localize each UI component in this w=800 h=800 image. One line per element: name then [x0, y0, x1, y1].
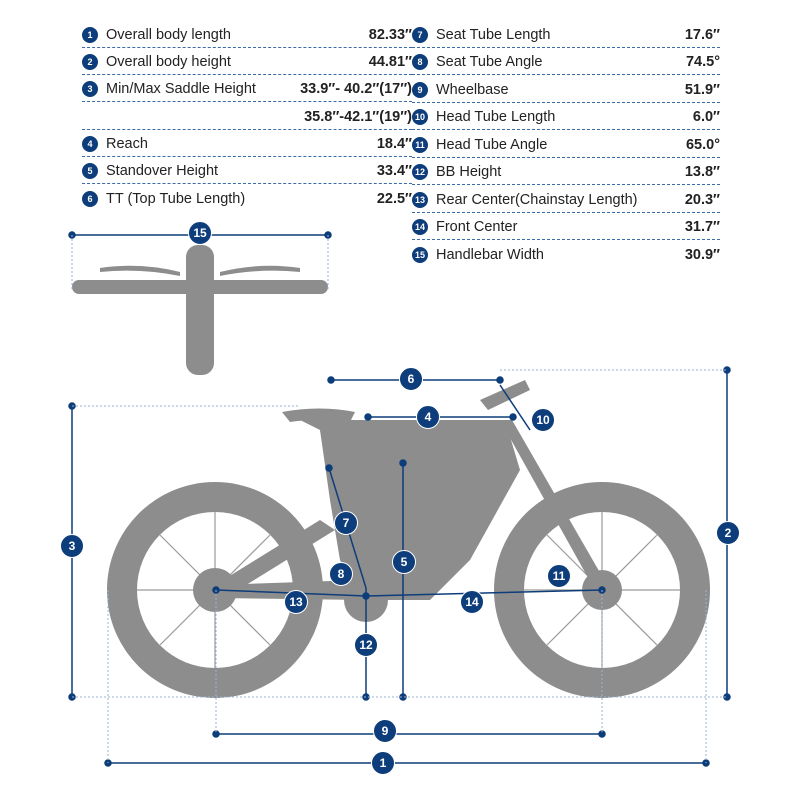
spec-number: 2: [82, 54, 98, 70]
bike-frame: [300, 420, 520, 600]
spec-label: Head Tube Angle: [436, 137, 548, 153]
spec-row: 13 Rear Center(Chainstay Length) 20.3″: [412, 188, 720, 213]
spec-value: 65.0°: [685, 137, 720, 153]
spec-label: Seat Tube Length: [436, 27, 551, 43]
spec-number: 13: [412, 192, 428, 208]
spec-value: 31.7″: [684, 219, 720, 235]
spec-value: 74.5°: [685, 54, 720, 70]
spec-label: Standover Height: [106, 163, 219, 179]
marker-11: 11: [547, 564, 571, 588]
spec-label: Head Tube Length: [436, 109, 556, 125]
spec-row: 35.8″-42.1″(19″): [82, 105, 412, 130]
spec-value: 44.81″: [368, 54, 412, 70]
spec-row: 7 Seat Tube Length 17.6″: [412, 23, 720, 48]
marker-4: 4: [416, 405, 440, 429]
spec-number: 5: [82, 163, 98, 179]
spec-value: 22.5″: [376, 191, 412, 207]
marker-9: 9: [373, 719, 397, 743]
marker-7: 7: [334, 511, 358, 535]
marker-12: 12: [354, 633, 378, 657]
marker-13: 13: [284, 590, 308, 614]
marker-5: 5: [392, 550, 416, 574]
spec-value: 30.9″: [684, 247, 720, 263]
spec-label: Overall body height: [106, 54, 231, 70]
spec-value: 82.33″: [368, 27, 412, 43]
spec-label: Reach: [106, 136, 148, 152]
spec-row: 5 Standover Height 33.4″: [82, 159, 412, 184]
spec-value: 35.8″-42.1″(19″): [304, 109, 412, 125]
spec-row: 11 Head Tube Angle 65.0°: [412, 133, 720, 158]
handlebar: [480, 380, 530, 410]
spec-number: 11: [412, 137, 428, 153]
spec-number: 9: [412, 82, 428, 98]
spec-number: 7: [412, 27, 428, 43]
spec-value: 18.4″: [376, 136, 412, 152]
spec-row: 9 Wheelbase 51.9″: [412, 78, 720, 103]
spec-value: 20.3″: [684, 192, 720, 208]
spec-value: 13.8″: [684, 164, 720, 180]
spec-row: 3 Min/Max Saddle Height 33.9″- 40.2″(17″): [82, 77, 412, 102]
spec-row: 12 BB Height 13.8″: [412, 160, 720, 185]
marker-1: 1: [371, 751, 395, 775]
marker-8: 8: [329, 562, 353, 586]
spec-number: 4: [82, 136, 98, 152]
spec-row: 1 Overall body length 82.33″: [82, 23, 412, 48]
spec-row: 10 Head Tube Length 6.0″: [412, 105, 720, 130]
spec-number: 8: [412, 54, 428, 70]
saddle: [282, 408, 355, 422]
spec-number: 10: [412, 109, 428, 125]
marker-2: 2: [716, 521, 740, 545]
spec-label: Overall body length: [106, 27, 231, 43]
spec-row: 14 Front Center 31.7″: [412, 215, 720, 240]
spec-value: 33.4″: [376, 163, 412, 179]
marker-3: 3: [60, 534, 84, 558]
spec-row: 15 Handlebar Width 30.9″: [412, 243, 720, 267]
spec-value: 6.0″: [692, 109, 720, 125]
spec-value: 51.9″: [684, 82, 720, 98]
spec-row: 8 Seat Tube Angle 74.5°: [412, 50, 720, 75]
spec-label: TT (Top Tube Length): [106, 191, 246, 207]
marker-6: 6: [399, 367, 423, 391]
spec-value: 33.9″- 40.2″(17″): [300, 81, 412, 97]
spec-number: 15: [412, 247, 428, 263]
spec-row: 6 TT (Top Tube Length) 22.5″: [82, 187, 412, 211]
spec-label: Handlebar Width: [436, 247, 544, 263]
handlebar-top-view: [72, 280, 328, 294]
marker-10: 10: [531, 408, 555, 432]
spec-number: 6: [82, 191, 98, 207]
spec-label: BB Height: [436, 164, 502, 180]
spec-label: Front Center: [436, 219, 518, 235]
marker-15: 15: [188, 221, 212, 245]
spec-label: Wheelbase: [436, 82, 509, 98]
spec-number: 12: [412, 164, 428, 180]
spec-row: 4 Reach 18.4″: [82, 132, 412, 157]
stem-top-view: [186, 245, 214, 375]
spec-row: 2 Overall body height 44.81″: [82, 50, 412, 75]
fork: [500, 420, 610, 592]
marker-14: 14: [460, 590, 484, 614]
spec-label: Rear Center(Chainstay Length): [436, 192, 638, 208]
spec-number: 1: [82, 27, 98, 43]
spec-label: Seat Tube Angle: [436, 54, 543, 70]
spec-number: 3: [82, 81, 98, 97]
spec-label: Min/Max Saddle Height: [106, 81, 256, 97]
spec-number: 14: [412, 219, 428, 235]
spec-value: 17.6″: [684, 27, 720, 43]
